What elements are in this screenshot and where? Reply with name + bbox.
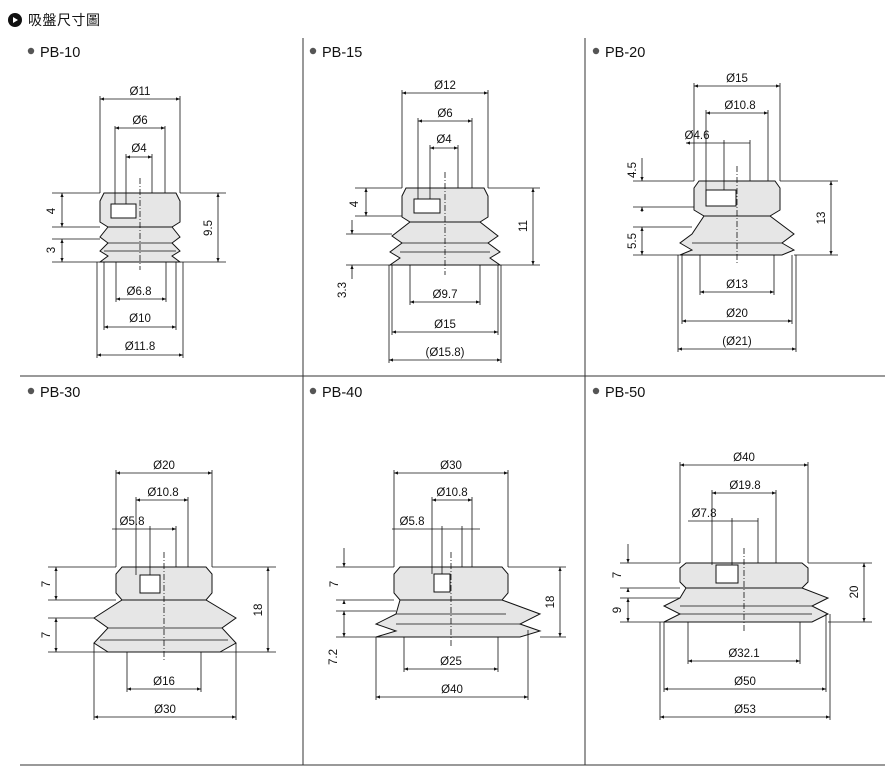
dim-label: Ø16 [153,676,175,688]
dim-label: Ø11 [130,86,151,98]
dim-label: Ø5.8 [120,516,145,528]
dim-label: Ø6 [437,108,452,120]
panel-pb-50: PB-50 Ø40 Ø19.8 Ø7.8 7 9 20 [592,385,872,720]
dim-label: 3.3 [337,282,349,298]
bullet-dot-icon [592,387,600,395]
dim-label: Ø5.8 [400,516,425,528]
panel-title: PB-50 [605,385,645,401]
dim-label: Ø19.8 [729,480,760,492]
dim-label: Ø9.7 [433,289,458,301]
dim-label: 7.2 [328,649,340,665]
dim-label: Ø30 [440,460,462,472]
dim-label: Ø10 [129,313,151,325]
bullet-dot-icon [27,47,35,55]
dim-label: 4.5 [627,162,639,178]
dim-label: 18 [545,596,557,609]
panel-pb-10: PB-10 Ø11 Ø6 Ø4 4 3 9.5 [27,45,226,358]
dim-label: Ø10.8 [147,487,178,499]
dim-label: Ø32.1 [728,648,759,660]
dim-label: Ø13 [726,279,748,291]
dim-label: 7 [612,572,624,578]
panel-title: PB-20 [605,45,645,61]
dim-label: 11 [518,220,530,232]
dim-label: 7 [329,581,341,587]
dim-label: Ø15 [726,73,748,85]
dim-label: 5.5 [627,233,639,249]
panel-pb-40: PB-40 Ø30 Ø10.8 Ø5.8 7 7.2 18 [309,385,566,700]
panel-title: PB-10 [40,45,80,61]
dim-label: Ø25 [440,656,462,668]
dim-label: 18 [253,604,265,617]
panel-title: PB-30 [40,385,80,401]
dim-label: Ø20 [153,460,175,472]
dim-label: Ø12 [434,80,456,92]
panel-title: PB-15 [322,45,362,61]
panel-title: PB-40 [322,385,362,401]
section-title: 吸盤尺寸圖 [28,13,101,29]
panel-grid [20,38,885,766]
dim-label: Ø4.6 [685,130,710,142]
dim-label: 3 [46,247,58,253]
dim-label: (Ø15.8) [426,347,465,359]
panel-pb-15: PB-15 Ø12 Ø6 Ø4 4 3.3 11 [309,45,540,363]
bullet-dot-icon [592,47,600,55]
bullet-dot-icon [27,387,35,395]
dim-label: Ø50 [734,676,756,688]
dim-label: Ø4 [131,143,147,155]
dim-label: 9.5 [203,220,215,236]
dim-label: Ø10.8 [436,487,467,499]
dim-label: 9 [612,607,624,613]
dim-label: Ø7.8 [692,508,717,520]
dim-label: Ø6 [132,115,147,127]
dim-label: Ø40 [441,684,463,696]
dim-label: 13 [816,212,828,225]
play-circle-icon [8,13,22,27]
dim-label: 7 [41,581,53,587]
dim-label: 4 [46,207,58,214]
dim-label: Ø15 [434,319,456,331]
dim-label: Ø10.8 [724,100,755,112]
dim-label: 20 [849,586,861,599]
bullet-dot-icon [309,387,317,395]
dim-label: 7 [41,632,53,638]
dim-label: (Ø21) [722,336,752,348]
bullet-dot-icon [309,47,317,55]
dim-label: Ø30 [154,704,176,716]
panel-pb-30: PB-30 Ø20 Ø10.8 Ø5.8 7 7 18 Ø [27,385,276,720]
dim-label: Ø6.8 [127,286,152,298]
dim-label: Ø11.8 [125,341,155,353]
dim-label: Ø4 [436,134,452,146]
panel-pb-20: PB-20 Ø15 Ø10.8 Ø4.6 4.5 5.5 13 [592,45,838,352]
dim-label: Ø20 [726,308,748,320]
dim-label: Ø53 [734,704,756,716]
dim-label: Ø40 [733,452,755,464]
dim-label: 4 [349,200,361,207]
section-header: 吸盤尺寸圖 [8,9,101,31]
